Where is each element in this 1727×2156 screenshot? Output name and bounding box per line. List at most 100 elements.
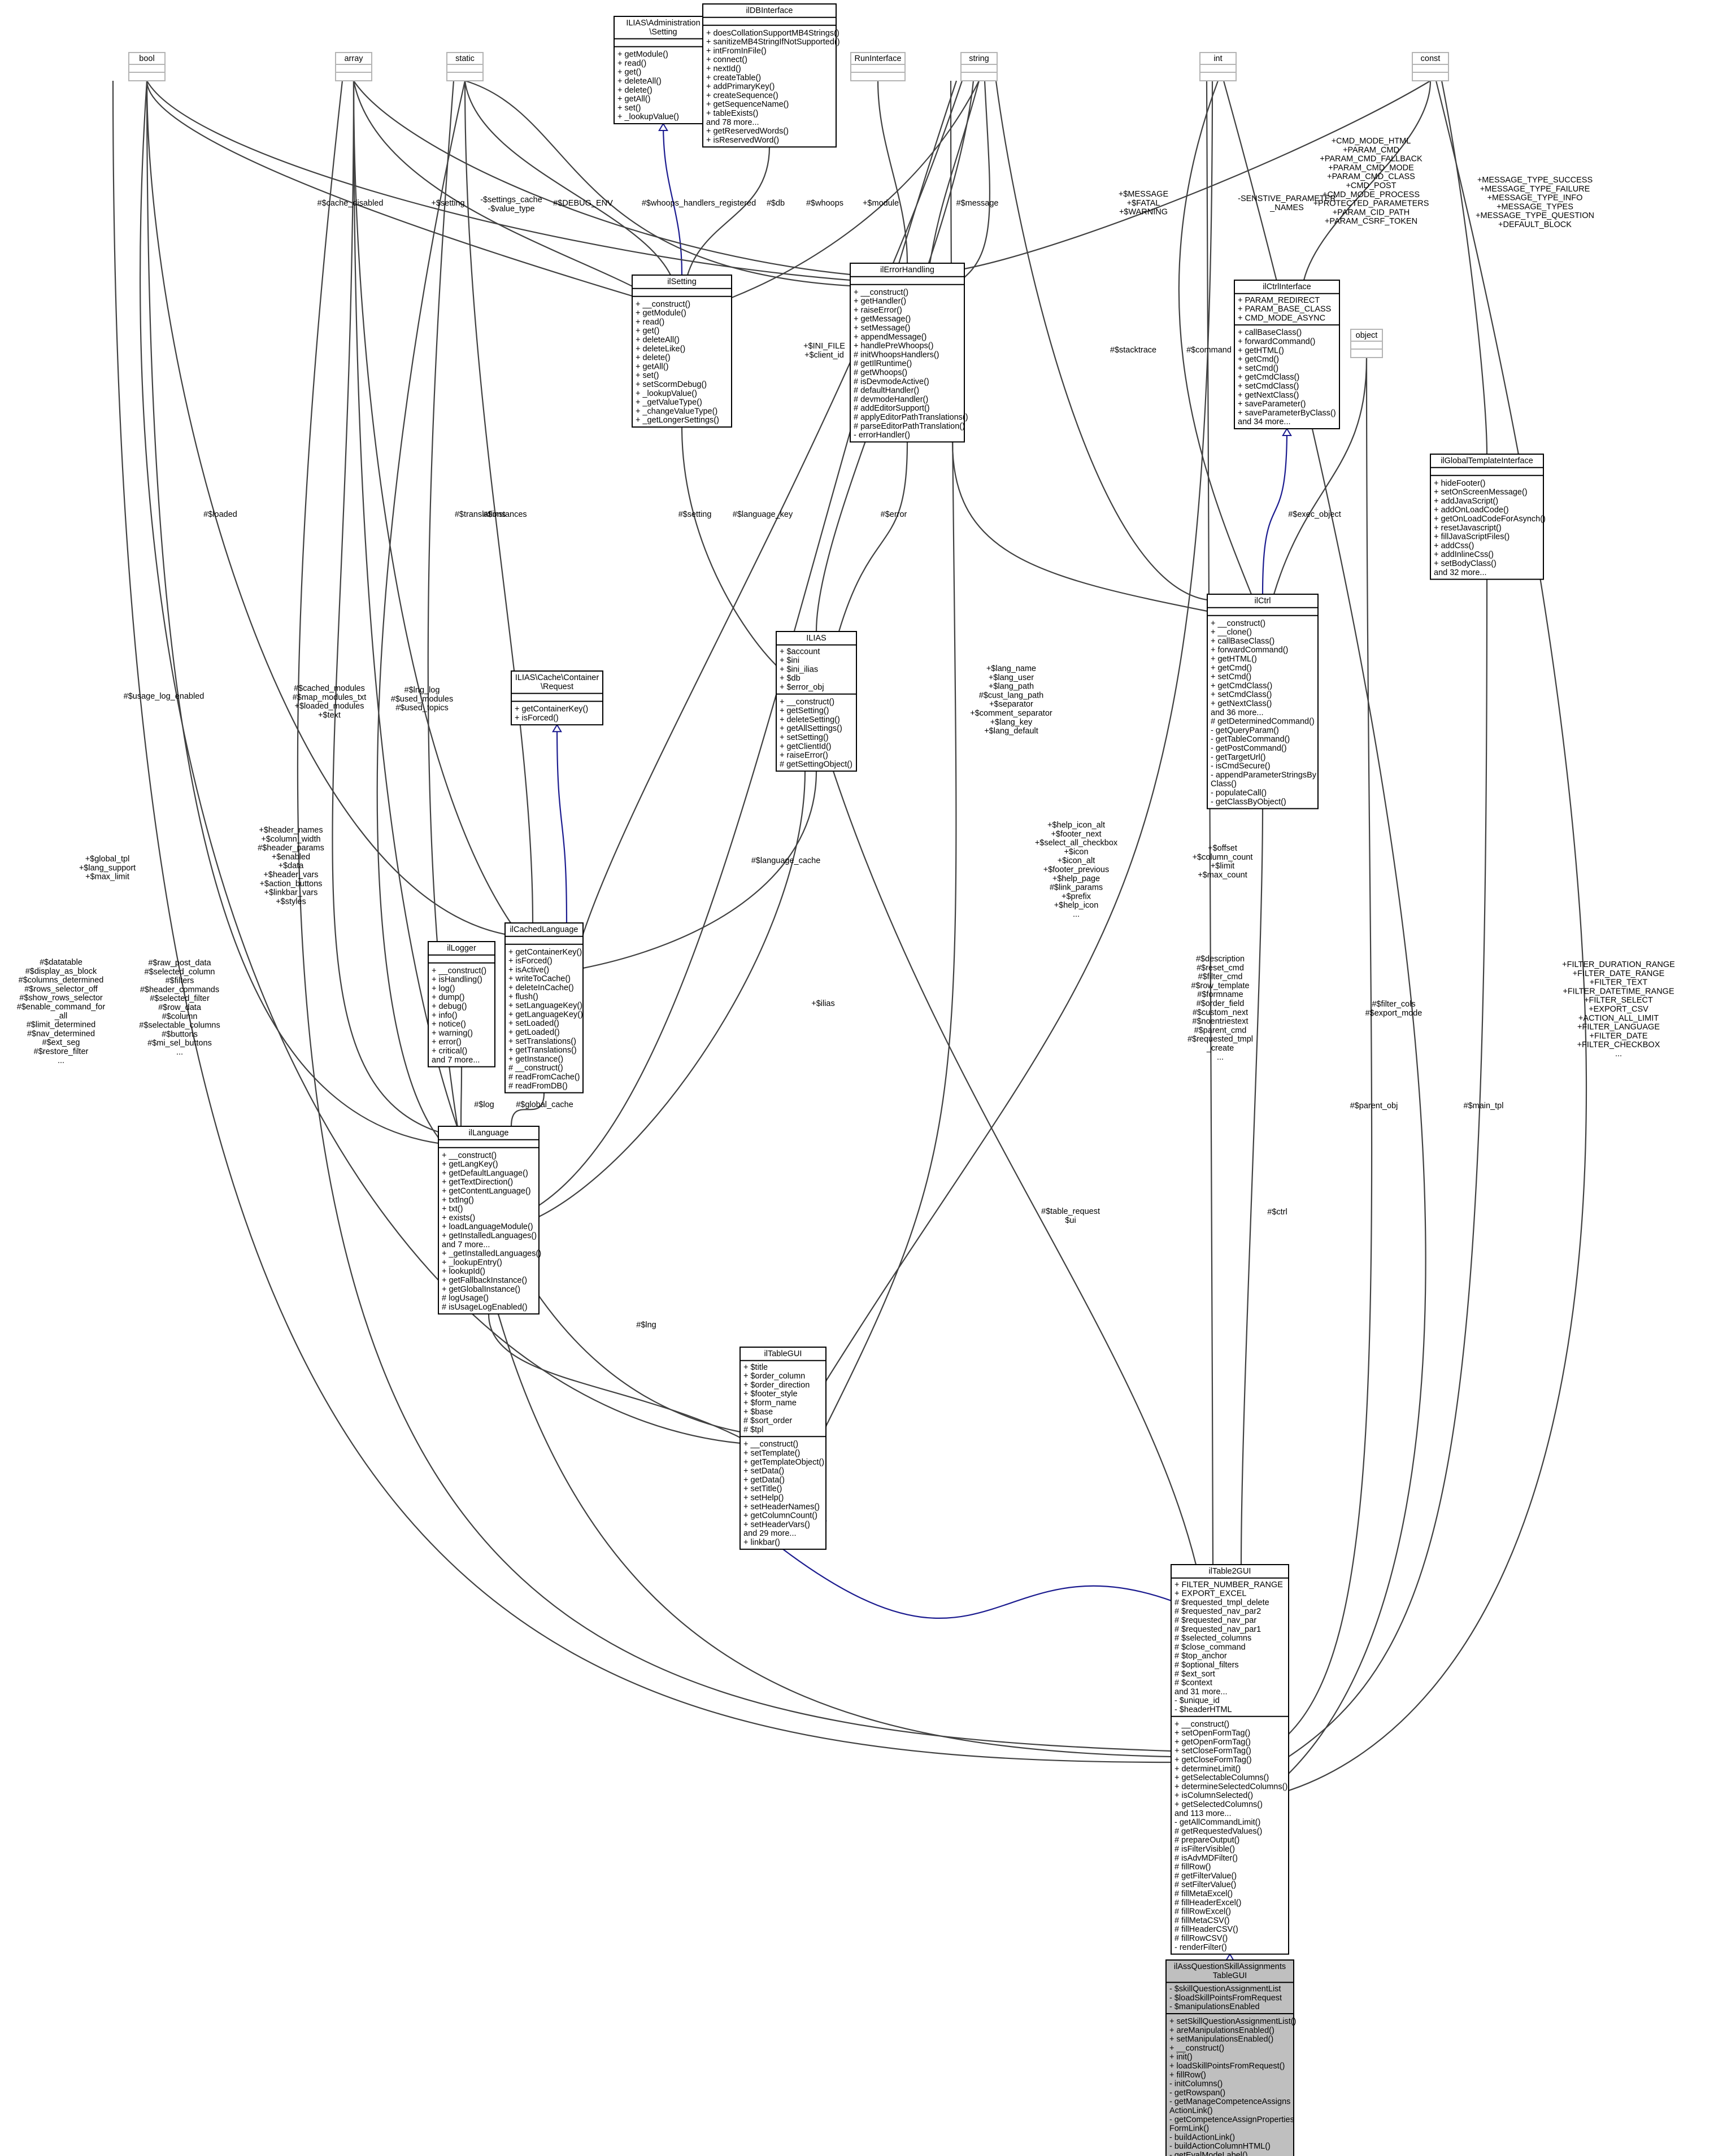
- class-operation: # addEditorSupport(): [854, 404, 930, 413]
- edge-labels: #$cache_disabled+$setting-$settings_cach…: [17, 137, 1675, 1330]
- type-node-label: RunInterface: [854, 54, 901, 63]
- class-operation: + info(): [432, 1011, 458, 1020]
- edge-label-l_message: #$message: [956, 199, 999, 208]
- class-attribute: + $footer_style: [743, 1390, 798, 1399]
- class-operation: # getRequestedValues(): [1174, 1827, 1262, 1836]
- edge-label-text: #$ext_seg: [42, 1038, 80, 1047]
- edge-label-l_language_key: #$language_key: [733, 510, 793, 519]
- class-title: ilAssQuestionSkillAssignments: [1174, 1962, 1286, 1971]
- edge-label-l_log: #$log: [474, 1100, 494, 1109]
- association-edge: [464, 80, 671, 276]
- class-operation: + hideFooter(): [1434, 479, 1485, 488]
- class-operation: + setCmdClass(): [1238, 382, 1299, 391]
- edge-label-l_db: #$db: [767, 199, 785, 208]
- edge-label-l_stacktrace: #$stacktrace: [1110, 346, 1156, 355]
- class-operation: + error(): [432, 1038, 462, 1047]
- edge-label-text: +$linkbar_vars: [264, 888, 318, 898]
- class-operation: + addPrimaryKey(): [706, 82, 775, 92]
- edge-label-text: #$whoops: [806, 199, 843, 208]
- class-operation: + _getInstalledLanguages(): [442, 1249, 541, 1258]
- edge-label-text: #$filter_cmd: [1198, 973, 1243, 982]
- edge-label-l_debug_env: #$DEBUG_ENV: [553, 199, 613, 208]
- class-operation: - getTableCommand(): [1211, 735, 1290, 744]
- class-operation: + getAllSettings(): [780, 724, 842, 733]
- edge-label-text: +FILTER_LANGUAGE: [1577, 1023, 1660, 1032]
- class-attribute: + PARAM_BASE_CLASS: [1238, 305, 1331, 314]
- class-title: ilLogger: [447, 944, 476, 953]
- class-operation: ActionLink(): [1169, 2106, 1213, 2115]
- edge-label-text: #$export_mode: [1365, 1009, 1423, 1018]
- association-edge: [510, 1092, 545, 1127]
- class-operation: + setSetting(): [780, 733, 829, 742]
- class-operation: # isUsageLogEnabled(): [442, 1303, 528, 1312]
- class-operation: # parseEditorPathTranslation(): [854, 422, 965, 431]
- class-operation: + isForced(): [508, 957, 553, 966]
- association-edge: [662, 123, 683, 276]
- edge-label-text: #$rows_selector_off: [24, 985, 98, 994]
- class-attribute: + CMD_MODE_ASYNC: [1238, 313, 1325, 323]
- association-edge: [488, 1314, 741, 1438]
- class-attribute: # $close_command: [1174, 1643, 1246, 1652]
- edge-label-text: #$filter_cols: [1372, 1000, 1415, 1009]
- class-operation: # fillRow(): [1174, 1863, 1211, 1872]
- edge-label-text: #$column: [162, 1012, 198, 1021]
- class-title: ilCtrlInterface: [1263, 282, 1311, 291]
- class-title: ILIAS: [806, 634, 826, 643]
- edge-label-l_ini_file: +$INI_FILE+$client_id: [803, 342, 845, 360]
- class-operation: + loadLanguageModule(): [442, 1222, 533, 1231]
- type-node-array: array: [335, 52, 372, 81]
- edge-label-l_parent_obj: #$parent_obj: [1350, 1101, 1398, 1110]
- class-operation: + getSelectableColumns(): [1174, 1774, 1269, 1783]
- class-attribute: + $order_direction: [743, 1380, 810, 1390]
- class-operation: - getTargetUrl(): [1211, 753, 1266, 762]
- class-node-cacherequest: ILIAS\Cache\Container\Request+ getContai…: [511, 670, 603, 726]
- class-attribute: + $order_column: [743, 1372, 805, 1381]
- class-attribute: # $optional_filters: [1174, 1661, 1239, 1670]
- class-operation: + setHelp(): [743, 1493, 784, 1502]
- class-title: ilCtrl: [1255, 596, 1271, 606]
- class-node-cachedlang: ilCachedLanguage+ getContainerKey()+ isF…: [504, 922, 584, 1094]
- class-operation: + getDefaultLanguage(): [442, 1169, 528, 1178]
- class-title: \Request: [541, 682, 573, 691]
- edge-label-l_offset: +$offset+$column_count+$limit+$max_count: [1193, 844, 1253, 879]
- edge-label-text: #$error: [881, 510, 907, 519]
- type-node-static: static: [446, 52, 484, 81]
- association-edges: [112, 80, 1587, 1962]
- association-edge: [146, 80, 851, 281]
- edge-label-text: +$lang_default: [984, 727, 1038, 736]
- class-operation: # fillMetaExcel(): [1174, 1889, 1233, 1898]
- association-edge: [1441, 80, 1488, 455]
- class-attribute: # $selected_columns: [1174, 1634, 1251, 1643]
- class-operation: + getSelectedColumns(): [1174, 1800, 1263, 1809]
- type-node-label: int: [1213, 54, 1222, 63]
- class-operation: + setMessage(): [854, 324, 910, 333]
- class-operation: + setSkillQuestionAssignmentList(): [1169, 2017, 1296, 2026]
- class-operation: + forwardCommand(): [1238, 337, 1315, 346]
- association-edge: [1288, 579, 1488, 1757]
- class-operation: - renderFilter(): [1174, 1943, 1227, 1952]
- association-edge: [146, 80, 638, 299]
- class-operation: + getGlobalInstance(): [442, 1285, 520, 1294]
- class-title: ilErrorHandling: [880, 265, 934, 275]
- class-operation: + sanitizeMB4StringIfNotSupported(): [706, 38, 840, 47]
- type-node-label: const: [1421, 54, 1441, 63]
- class-node-globaltpl: ilGlobalTemplateInterface+ hideFooter()+…: [1430, 454, 1546, 580]
- edge-label-text: #$row_template: [1191, 981, 1249, 990]
- edge-label-text: +FILTER_SELECT: [1584, 996, 1653, 1005]
- class-operation: - getManageCompetenceAssigns: [1169, 2097, 1290, 2106]
- edge-label-l_whoops: #$whoops: [806, 199, 843, 208]
- edge-label-text: #$language_cache: [751, 856, 821, 865]
- edge-label-text: #$log: [474, 1100, 494, 1109]
- association-edge: [832, 770, 1197, 1565]
- class-operation: + setBodyClass(): [1434, 559, 1497, 568]
- class-operation: - getEvalModeLabel(): [1169, 2151, 1248, 2156]
- edge-label-text: #$description: [1196, 955, 1245, 964]
- edge-label-text: +$help_page: [1052, 874, 1100, 883]
- class-operation: + fillRow(): [1169, 2071, 1206, 2080]
- edge-label-text: +$enabled: [272, 852, 310, 861]
- edge-label-text: #$translations: [455, 510, 506, 519]
- class-operation: # getDeterminedCommand(): [1211, 717, 1315, 726]
- class-operation: - populateCall(): [1211, 789, 1267, 798]
- class-title: ilTableGUI: [764, 1349, 802, 1358]
